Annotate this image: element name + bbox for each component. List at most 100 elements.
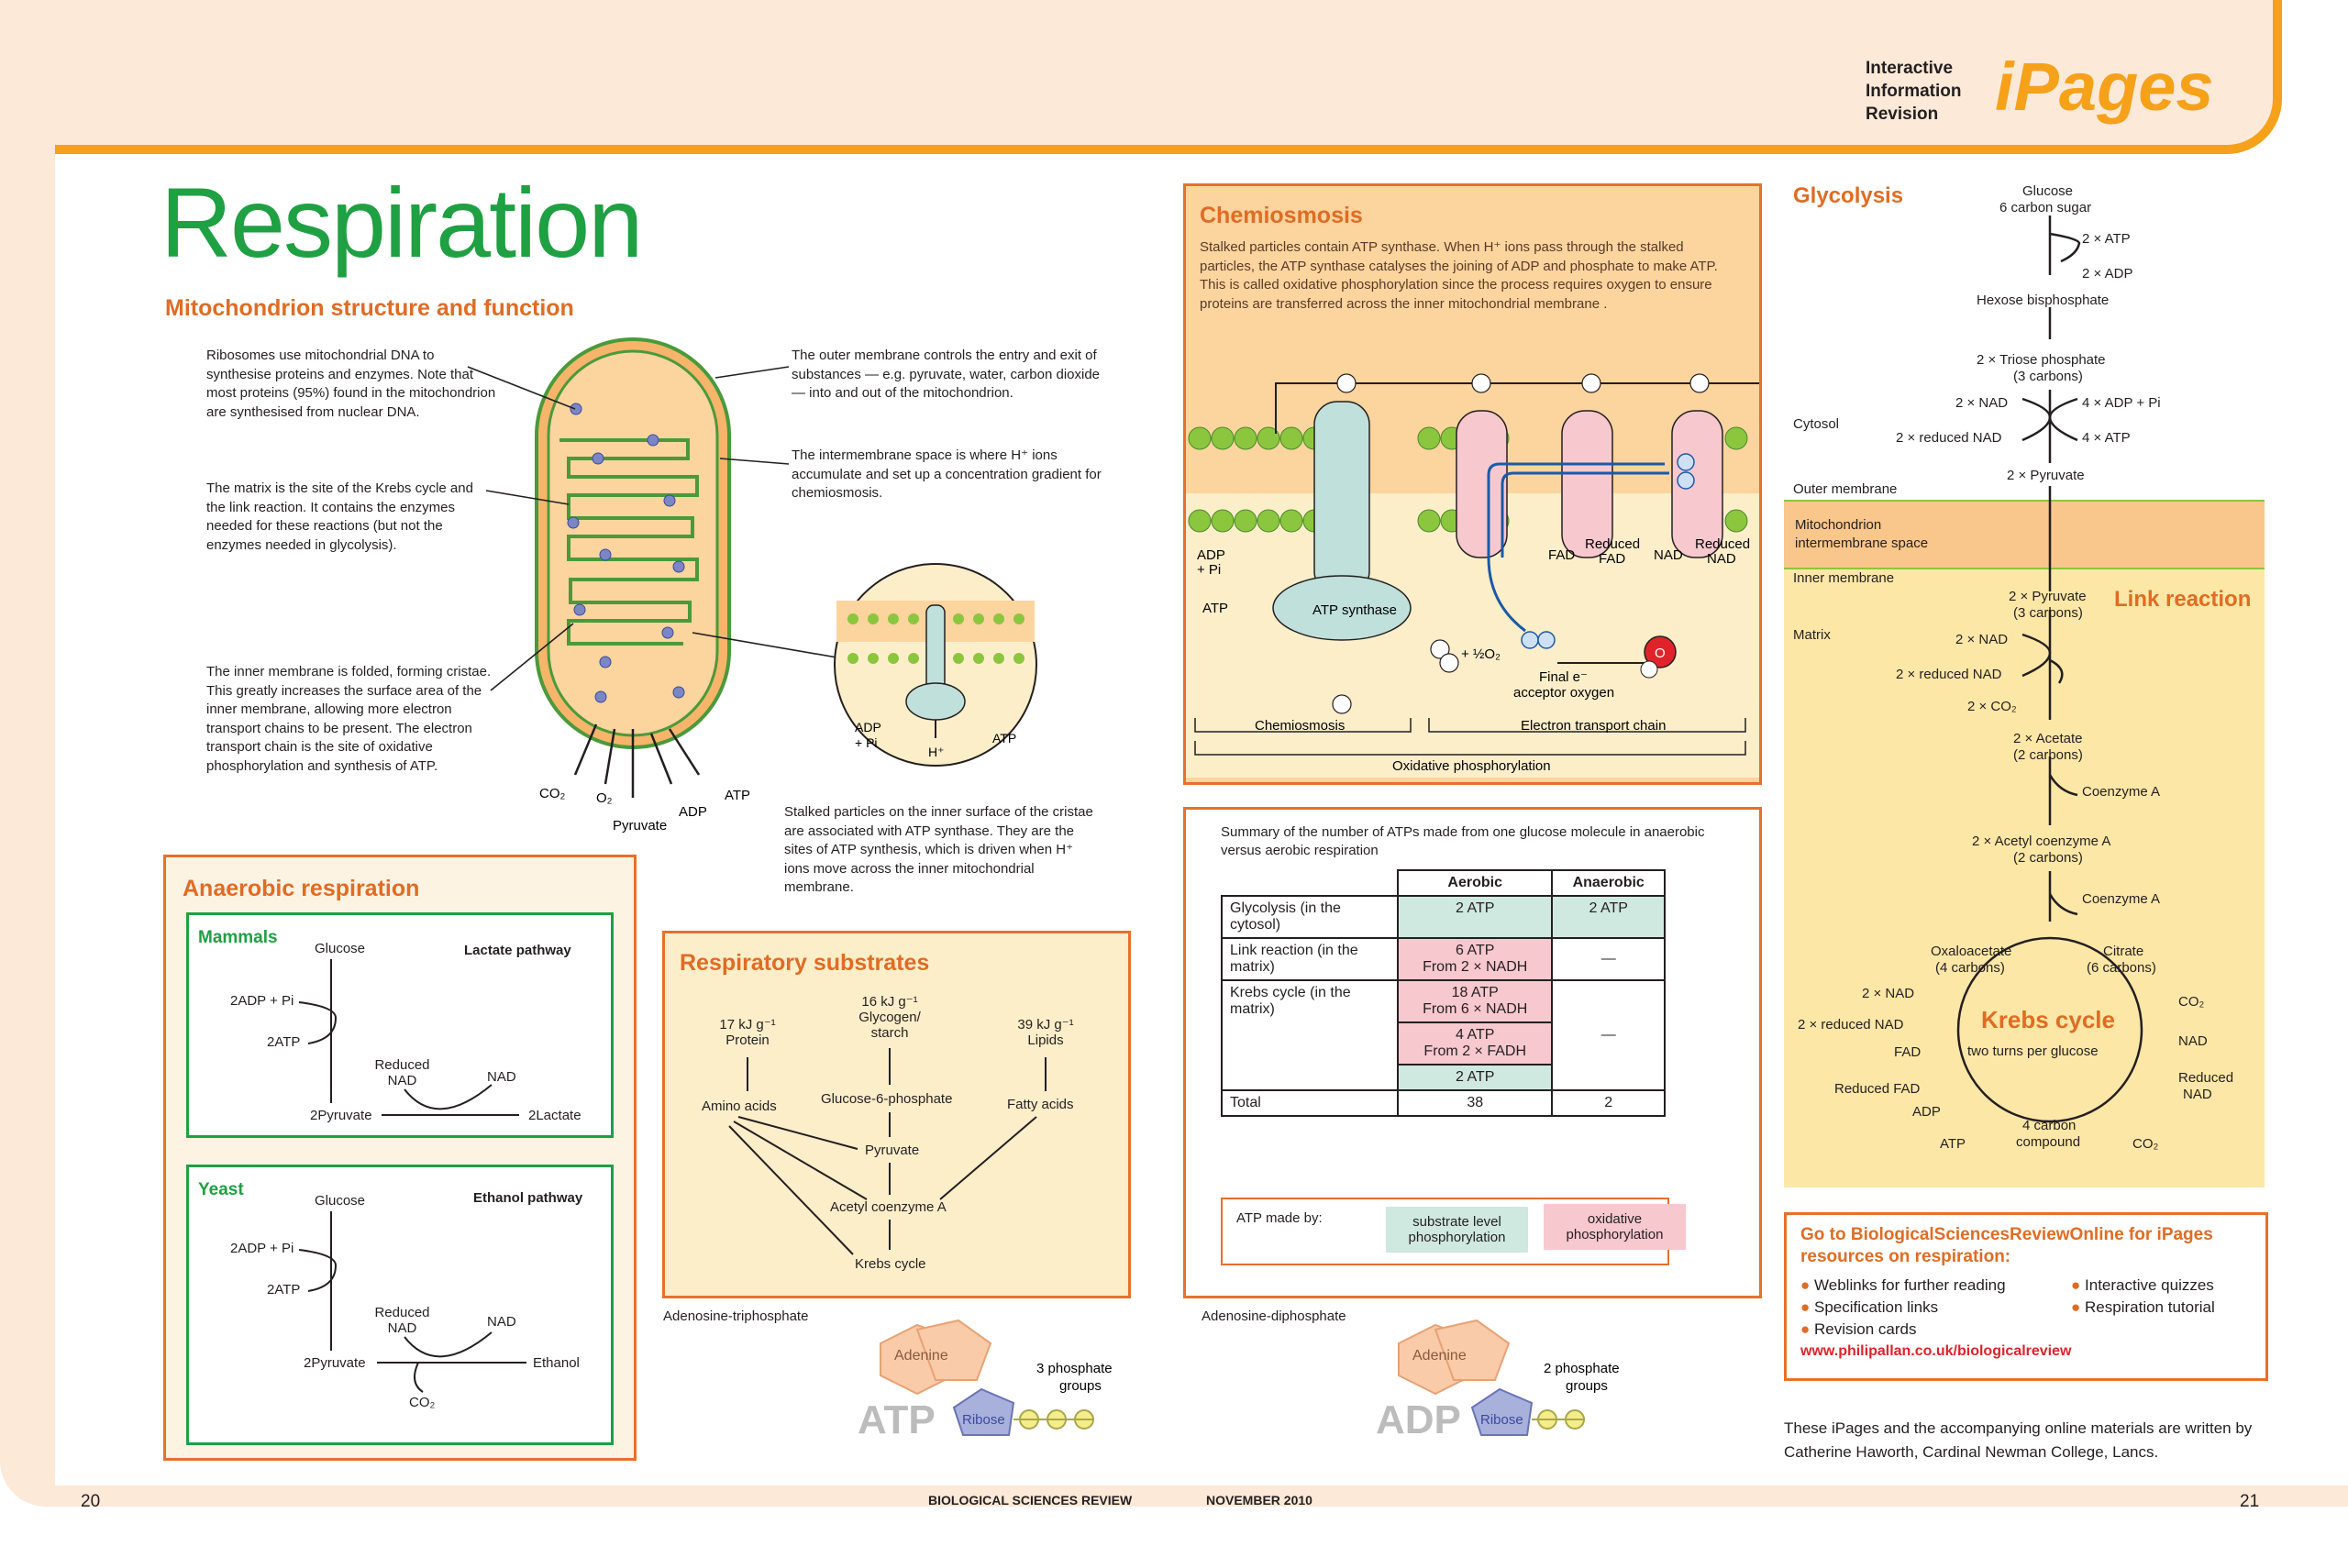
yeast-box: Yeast Ethanol pathway Glucose 2ADP + Pi … — [186, 1165, 614, 1445]
resource-item[interactable]: ● Respiration tutorial — [2071, 1298, 2215, 1316]
chemiosmosis-heading: Chemiosmosis — [1200, 203, 1363, 228]
adp-molecule-name: Adenosine-diphosphate — [1202, 1309, 1346, 1324]
yeast-glucose: Glucose — [315, 1193, 366, 1209]
intermembrane-band — [1784, 500, 2265, 569]
footer-journal: BIOLOGICAL SCIENCES REVIEW — [928, 1493, 1133, 1507]
summary-panel: Summary of the number of ATPs made from … — [1183, 807, 1762, 1298]
chemi-label-final: Final e⁻acceptor oxygen — [1513, 669, 1614, 701]
pw-kadp: ADP — [1912, 1104, 1941, 1120]
page-title: Respiration — [161, 167, 643, 278]
key-oxidative: oxidative phosphorylation — [1544, 1204, 1686, 1250]
footer-page-right: 21 — [2240, 1492, 2260, 1511]
text-stalked-particles: Stalked particles on the inner surface o… — [784, 804, 1093, 895]
label-o2: O₂ — [596, 790, 613, 806]
table-anaerobic: — — [1551, 979, 1666, 1091]
resource-item[interactable]: ● Revision cards — [1800, 1320, 1917, 1338]
table-stage: Link reaction (in the matrix) — [1221, 937, 1399, 981]
resource-item[interactable]: ● Interactive quizzes — [2071, 1276, 2214, 1294]
yeast-title: Yeast — [198, 1180, 244, 1199]
chemi-label-chemiosmosis: Chemiosmosis — [1255, 718, 1345, 734]
atp-ribose: Ribose — [962, 1412, 1005, 1428]
text-ribosomes: Ribosomes use mitochondrial DNA to synth… — [206, 348, 496, 420]
pw-pyr3: 2 × Pyruvate(3 carbons) — [2009, 589, 2087, 621]
text-matrix: The matrix is the site of the Krebs cycl… — [206, 480, 473, 553]
zoom-label-h: H⁺ — [928, 745, 945, 759]
header-banner — [0, 0, 2282, 154]
resource-item[interactable]: ● Specification links — [1800, 1298, 1939, 1316]
pw-kco2b: CO₂ — [2132, 1136, 2159, 1152]
table-aerobic: 4 ATP From 2 × FADH — [1396, 1021, 1554, 1066]
pw-triose: 2 × Triose phosphate(3 carbons) — [1977, 352, 2106, 384]
table-header-aerobic: Aerobic — [1396, 869, 1554, 897]
pw-knad: 2 × NAD — [1862, 986, 1914, 1001]
resources-url[interactable]: www.philipallan.co.uk/biologicalreview — [1800, 1343, 2072, 1359]
table-row: Glycolysis (in the cytosol) 2 ATP 2 ATP — [1221, 895, 1666, 939]
pw-krnad: 2 × reduced NAD — [1798, 1017, 1904, 1032]
resources-list-left: ● Weblinks for further reading ● Specifi… — [1800, 1275, 2006, 1341]
key-box: ATP made by: substrate level phosphoryla… — [1221, 1198, 1686, 1265]
pw-oxalo: Oxaloacetate(4 carbons) — [1931, 944, 2011, 976]
link-reaction-heading: Link reaction — [2114, 587, 2252, 612]
mammals-box: Mammals Lactate pathway Glucose 2ADP + P… — [186, 912, 614, 1138]
chemi-label-nad: NAD — [1654, 547, 1683, 563]
krebs-heading: Krebs cycle — [1981, 1006, 2115, 1033]
pw-adp4: 4 × ADP + Pi — [2082, 395, 2161, 411]
mammals-adp: 2ADP + Pi — [230, 993, 294, 1009]
stalked-particle-zoom: ADP+ Pi H⁺ ATP — [834, 563, 1037, 767]
substrates-arrows — [728, 1048, 1047, 1255]
adp-adenine: Adenine — [1412, 1348, 1467, 1364]
mammals-nad: NAD — [487, 1069, 516, 1085]
substrate-acetyl: Acetyl coenzyme A — [830, 1199, 947, 1215]
table-aerobic: 2 ATP — [1396, 895, 1554, 939]
mitochondrion-matrix-bg — [1784, 500, 2265, 1187]
table-row-total: Total 38 2 — [1221, 1089, 1666, 1117]
substrates-panel: Respiratory substrates 17 kJ g⁻¹ Protein… — [662, 931, 1131, 1298]
label-co2: CO₂ — [539, 786, 566, 801]
text-inner-membrane: The inner membrane is folded, forming cr… — [206, 664, 492, 774]
table-aerobic: 18 ATP From 6 × NADH — [1396, 979, 1554, 1023]
table-anaerobic: 2 ATP — [1551, 895, 1666, 939]
chemi-label-half-o2: + ½O₂ — [1461, 646, 1501, 662]
resources-box: Go to BiologicalSciencesReviewOnline for… — [1784, 1212, 2268, 1381]
table-stage: Krebs cycle (in the matrix) — [1221, 979, 1399, 1091]
chemi-label-oxphos: Oxidative phosphorylation — [1392, 758, 1551, 774]
pw-kfad: FAD — [1894, 1044, 1921, 1060]
pw-adp2: 2 × ADP — [2082, 266, 2132, 282]
pw-atp2: 2 × ATP — [2082, 231, 2131, 247]
mammals-pathway: Lactate pathway — [464, 943, 571, 958]
brand-logo: iPages — [1995, 49, 2214, 125]
pw-co2: 2 × CO₂ — [1967, 699, 2017, 714]
page-border-left — [0, 145, 55, 1507]
table-row: Krebs cycle (in the matrix) 18 ATP From … — [1221, 979, 1666, 1091]
resource-item[interactable]: ● Weblinks for further reading — [1800, 1276, 2006, 1294]
adp-ribose: Ribose — [1480, 1412, 1523, 1428]
key-substrate: substrate level phosphorylation — [1386, 1207, 1528, 1253]
pw-lrnad: 2 × reduced NAD — [1896, 667, 2002, 682]
atp-adenine: Adenine — [894, 1348, 948, 1364]
table-row: 4 ATP From 2 × FADH — [1222, 1021, 1665, 1066]
mammals-reduced-nad: Reduced NAD — [374, 1057, 430, 1088]
table-aerobic: 6 ATP From 2 × NADH — [1396, 937, 1554, 981]
pw-lnad: 2 × NAD — [1955, 632, 2008, 647]
chemi-label-synthase: ATP synthase — [1312, 602, 1397, 618]
zoom-label-atp: ATP — [992, 731, 1016, 745]
table-stage: Glycolysis (in the cytosol) — [1221, 895, 1399, 939]
mammals-glucose: Glucose — [315, 941, 366, 956]
pw-coa2: Coenzyme A — [2082, 891, 2160, 907]
label-atp: ATP — [725, 788, 750, 803]
zoom-label-adp: ADP+ Pi — [855, 720, 881, 750]
atp-molecule-name: Adenosine-triphosphate — [663, 1309, 809, 1324]
krebs-turns: two turns per glucose — [1967, 1043, 2099, 1059]
substrate-g6p: Glucose-6-phosphate — [821, 1091, 953, 1107]
pw-cytosol: Cytosol — [1793, 416, 1839, 432]
resources-heading: Go to BiologicalSciencesReviewOnline for… — [1800, 1225, 2213, 1266]
summary-caption: Summary of the number of ATPs made from … — [1221, 824, 1705, 858]
pw-katp: ATP — [1940, 1136, 1966, 1152]
substrate-amino-acids: Amino acids — [702, 1099, 777, 1114]
tagline-line: Interactive — [1866, 59, 1954, 78]
table-row: 2 ATP — [1222, 1064, 1665, 1091]
yeast-nad: NAD — [487, 1314, 516, 1330]
